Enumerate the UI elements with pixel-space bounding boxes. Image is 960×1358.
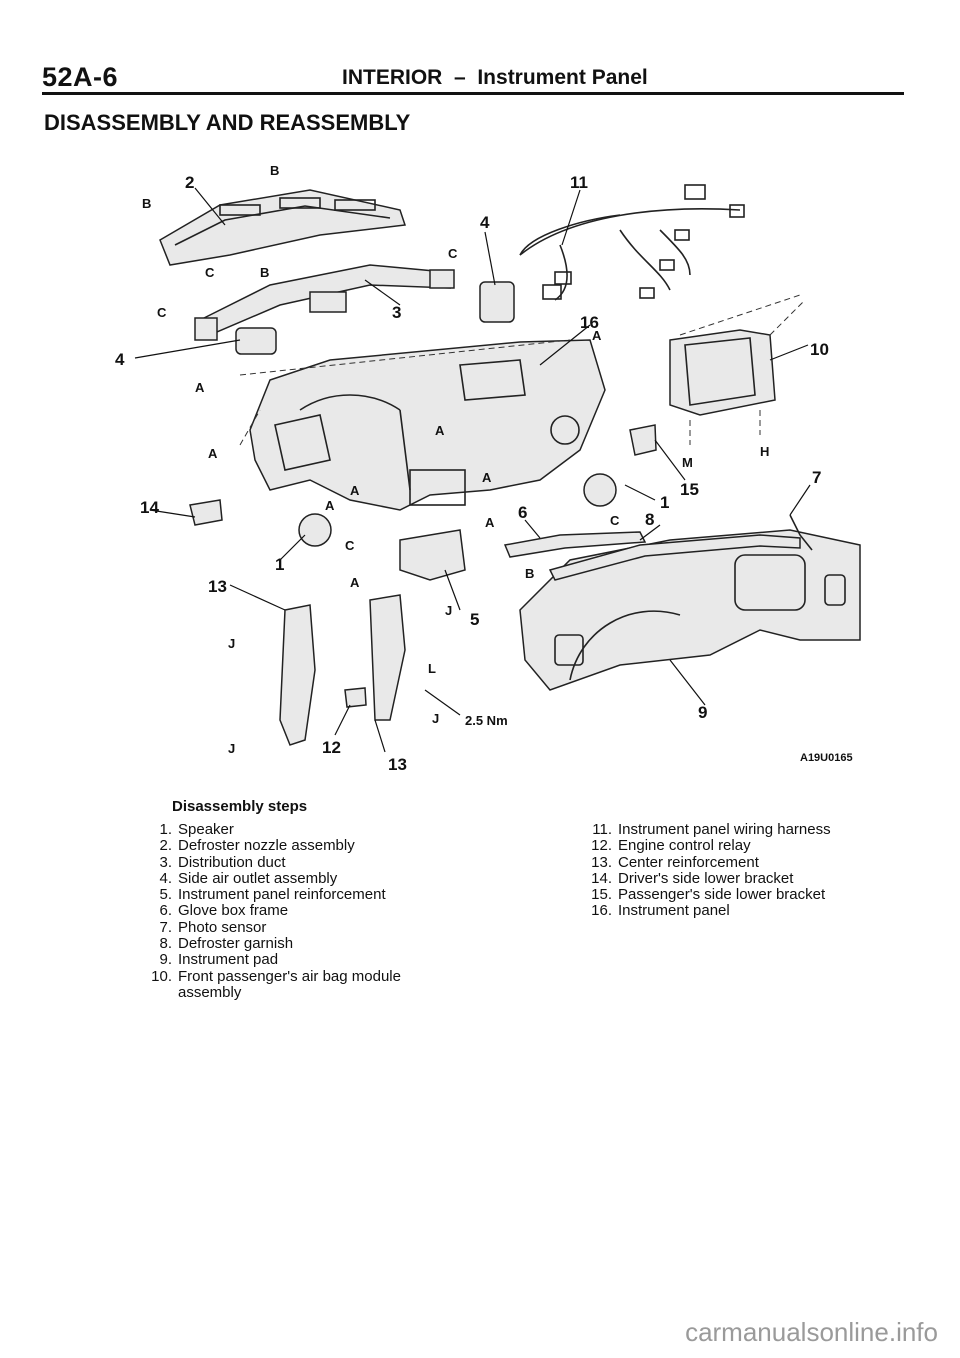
list-item: 15.Passenger's side lower bracket [591,886,826,904]
callout-11: 11 [570,173,588,192]
wiring-harness-part [519,184,745,301]
fastener-a-4: A [208,446,218,461]
fastener-j-1: J [445,603,452,618]
callout-8: 8 [645,510,654,529]
airbag-module-part [669,294,806,445]
callout-14: 14 [140,498,159,517]
list-item: 5.Instrument panel reinforcement [159,886,386,904]
header-rule [42,92,904,95]
list-item: 1.Speaker [159,821,234,838]
defroster-nozzle-part [159,189,407,266]
fastener-c-left: C [157,305,167,320]
list-item: 9.Instrument pad [159,951,279,969]
callout-15: 15 [680,480,699,499]
fastener-b-top: B [270,163,279,178]
fastener-c-speaker-right: C [610,513,620,528]
callout-12: 12 [322,738,341,757]
callout-4-right: 4 [480,213,490,232]
fastener-a-8: A [485,515,495,530]
instrument-panel-part [239,339,606,511]
page-title: INTERIOR – Instrument Panel [342,66,648,89]
defroster-garnish-part [548,534,801,581]
list-item: 3.Distribution duct [159,853,286,871]
callout-9: 9 [698,703,707,722]
disassembly-steps-left-list: 1.Speaker 2.Defroster nozzle assembly 3.… [148,821,508,1001]
fastener-c-mid: C [205,265,215,280]
engine-control-relay-part [344,687,367,708]
speaker-left-part [298,513,332,547]
fastener-j-3: J [432,711,439,726]
fastener-b-mid: B [260,265,269,280]
callout-6: 6 [518,503,527,522]
side-outlet-right-part [479,281,515,323]
watermark: carmanualsonline.info [685,1317,938,1347]
list-item: 11.Instrument panel wiring harness [592,821,831,838]
fastener-h: H [760,444,769,459]
exploded-view-diagram: 2 11 4 3 16 4 10 7 15 1 14 6 8 1 13 5 9 … [100,160,890,785]
page-number: 52A-6 [42,62,119,92]
list-item: 14.Driver's side lower bracket [591,869,794,887]
list-item: 6.Glove box frame [159,902,289,920]
instrument-panel-reinforcement-part [399,529,466,581]
fastener-b-glovebox: B [525,566,534,581]
list-item: assembly [178,983,242,1001]
callout-1-right: 1 [660,493,669,512]
photo-sensor-part [789,514,813,551]
fastener-c-right: C [448,246,458,261]
torque-spec: 2.5 Nm [465,713,508,728]
fastener-a-7: A [325,498,335,513]
diagram-reference-code: A19U0165 [800,752,853,764]
callout-2: 2 [185,173,194,192]
fastener-c-speaker-left: C [345,538,355,553]
callout-13-center: 13 [388,755,407,774]
fastener-j-4: J [228,741,235,756]
center-reinforcement-part [369,594,406,721]
list-item: 2.Defroster nozzle assembly [159,837,355,855]
fastener-a-2: A [195,380,205,395]
fastener-a-1: A [592,328,602,343]
fastener-a-3: A [435,423,445,438]
passengers-lower-bracket-part [629,424,657,456]
fastener-a-5: A [482,470,492,485]
side-outlet-left-part [235,327,277,355]
fastener-l: L [428,661,436,676]
list-item: 7.Photo sensor [159,918,267,936]
page-header: 52A-6 INTERIOR – Instrument Panel [42,62,902,98]
list-item: 4.Side air outlet assembly [159,869,338,887]
disassembly-steps-heading: Disassembly steps [172,798,308,815]
callout-3: 3 [392,303,401,322]
side-reinforcement-part [279,604,316,746]
leader-lines [134,187,811,753]
speaker-right-part [583,473,617,507]
drivers-lower-bracket-part [189,499,223,526]
fastener-a-6: A [350,483,360,498]
list-item: 8.Defroster garnish [159,935,294,953]
callout-7: 7 [812,468,821,487]
callout-1-left: 1 [275,555,284,574]
glove-box-frame-part [503,531,647,558]
list-item: 10.Front passenger's air bag module [151,967,401,985]
fastener-m: M [682,455,693,470]
callout-5: 5 [470,610,479,629]
distribution-duct-part [194,264,455,341]
callout-13-left: 13 [208,577,227,596]
fastener-b-left: B [142,196,151,211]
callout-16: 16 [580,313,599,332]
instrument-pad-part [519,529,861,691]
list-item: 13.Center reinforcement [591,853,759,871]
callout-10: 10 [810,340,829,359]
callout-4-left: 4 [115,350,125,369]
list-item: 12.Engine control relay [591,837,751,855]
fastener-a-9: A [350,575,360,590]
list-item: 16.Instrument panel [591,902,730,920]
disassembly-steps-right-list: 11.Instrument panel wiring harness 12.En… [588,821,908,920]
fastener-j-2: J [228,636,235,651]
section-heading: DISASSEMBLY AND REASSEMBLY [44,110,411,135]
